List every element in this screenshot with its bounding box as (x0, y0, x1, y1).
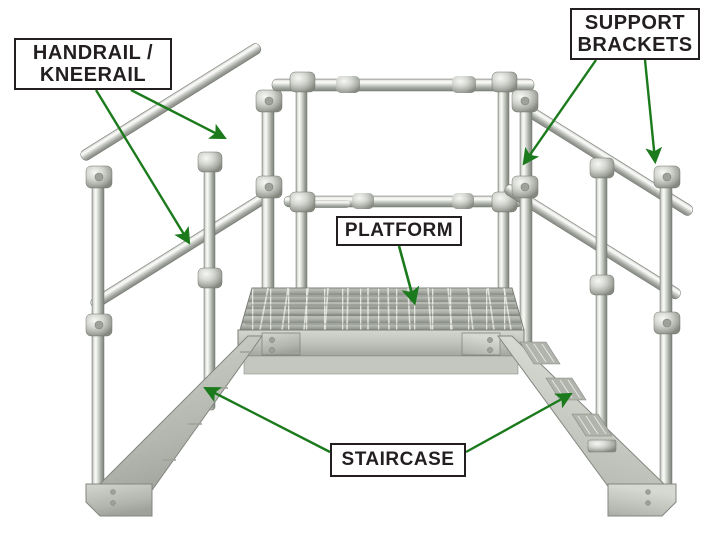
platform-corner-bracket-right (461, 332, 501, 356)
callout-support-text: SUPPORT BRACKETS (577, 11, 693, 56)
rail-sleeve-knee-b (452, 193, 474, 209)
platform-railing (271, 71, 535, 337)
left-kneerail-tube (90, 193, 267, 309)
callout-support-brackets: SUPPORT BRACKETS (570, 8, 700, 60)
callout-staircase-text: STAIRCASE (341, 449, 455, 471)
left-foot-plate (85, 483, 153, 517)
left-post-outer (91, 171, 105, 503)
centre-fitting-tl (289, 71, 316, 93)
platform-deck (237, 287, 525, 375)
callout-platform: PLATFORM (336, 216, 462, 246)
right-post-base-plate (587, 439, 617, 453)
platform-bearing-bars (259, 287, 512, 331)
right-post-inner (519, 99, 533, 351)
callout-staircase: STAIRCASE (330, 443, 466, 477)
right-foot-plate (607, 483, 677, 517)
rail-sleeve-top-a (336, 76, 360, 93)
left-stringer-plate (97, 335, 263, 501)
right-post-outer (659, 171, 673, 503)
rail-sleeve-knee-a (352, 193, 374, 209)
right-staircase (497, 335, 677, 517)
centre-fitting-tr (491, 71, 518, 93)
left-staircase (85, 335, 263, 517)
callout-handrail-text: HANDRAIL / KNEERAIL (32, 41, 154, 86)
left-fitting-knee-mid (197, 267, 223, 289)
right-fitting-top-mid (589, 157, 615, 179)
right-post-mid (595, 164, 608, 446)
platform-corner-bracket-left (261, 332, 301, 356)
right-fitting-knee-mid (589, 274, 615, 296)
callout-platform-text: PLATFORM (344, 220, 454, 242)
centre-fitting-kl (289, 191, 316, 213)
right-stair-treads (519, 341, 613, 437)
left-fitting-top-mid (197, 151, 223, 173)
right-kneerail-tube (504, 184, 681, 300)
platform-cross-bars (245, 295, 521, 325)
callout-handrail-kneerail: HANDRAIL / KNEERAIL (14, 38, 172, 90)
platform-skirt (243, 355, 519, 375)
rail-sleeve-top-b (452, 76, 476, 93)
